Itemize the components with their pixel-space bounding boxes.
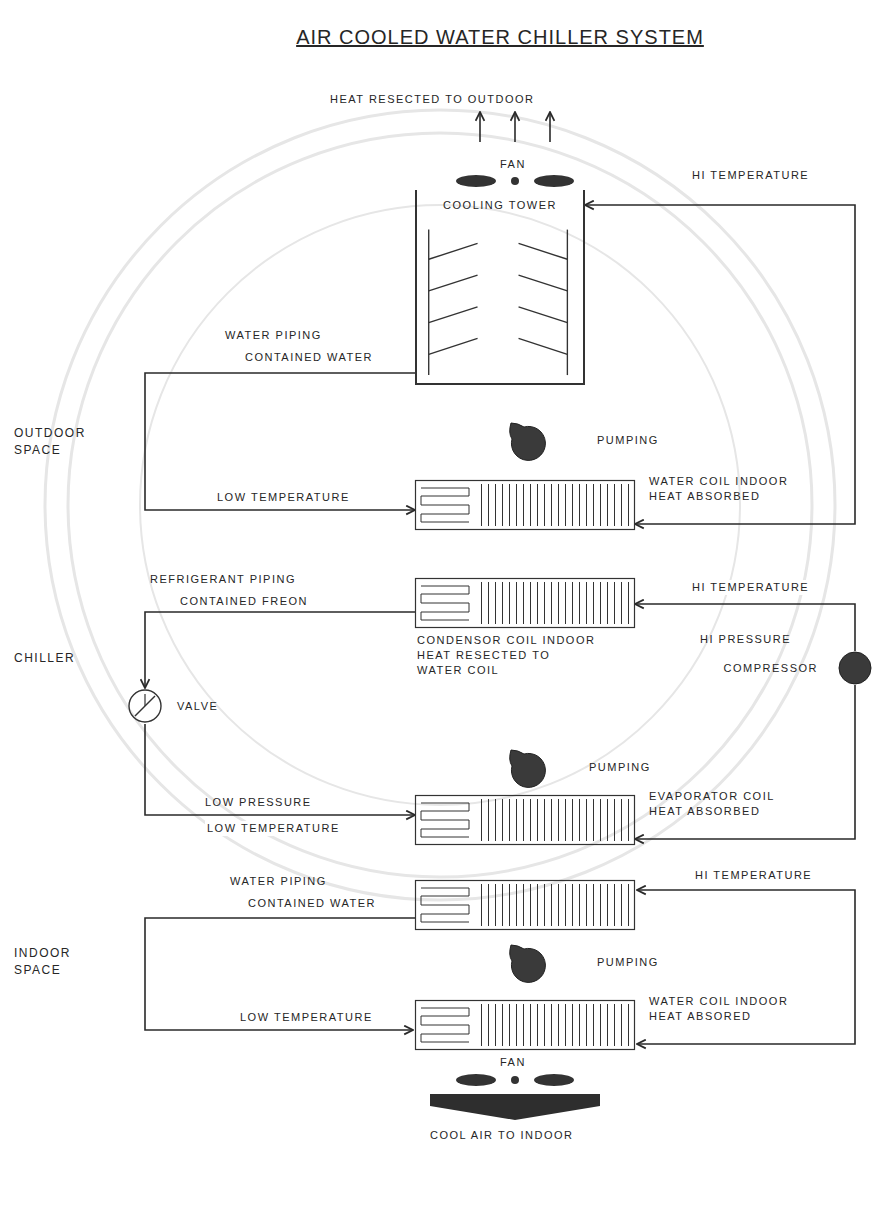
label-holder: HI TEMPERATURE: [695, 868, 812, 883]
label-holder: INDOOR SPACE: [14, 945, 94, 979]
node-label: WATER COIL INDOOR HEAT ABSORED: [649, 994, 805, 1024]
pipe-label: HI TEMPERATURE: [690, 580, 811, 595]
coil-outline: [415, 578, 635, 628]
chilled-water-coil: [416, 881, 635, 930]
text-label: WATER PIPING: [230, 874, 327, 889]
valve-symbol-outline: [127, 688, 163, 724]
text-label: INDOOR SPACE: [14, 945, 94, 979]
label-holder: HEAT RESECTED TO OUTDOOR: [330, 92, 535, 107]
text-label: LOW TEMPERATURE: [240, 1010, 373, 1025]
pipe-connector: [635, 685, 855, 839]
edge-label-holder: HI TEMPERATURE: [690, 580, 811, 595]
coil: WATER COIL INDOOR HEAT ABSORBED: [415, 480, 635, 530]
coil: WATER COIL INDOOR HEAT ABSORED: [415, 1000, 635, 1050]
node-label: PUMPING: [597, 433, 659, 448]
seal-watermark: [45, 110, 835, 900]
cooling-tower-outline: [417, 190, 583, 383]
text-label: REFRIGERANT PIPING: [150, 572, 296, 587]
text-label: FAN: [500, 1055, 526, 1070]
node-text-holder: EVAPORATOR COIL HEAT ABSORBED: [649, 789, 805, 819]
edge-label-holder: LOW TEMPERATURE: [205, 821, 342, 836]
pipe-connector: [635, 604, 855, 651]
label-holder: OUTDOOR SPACE: [14, 425, 94, 459]
label-holder: WATER PIPING: [230, 874, 327, 889]
compressor-symbol-outline: [838, 651, 872, 685]
label-holder: LOW PRESSURE: [205, 795, 312, 810]
coil-outline: [415, 1000, 635, 1050]
text-label: FAN: [500, 157, 526, 172]
node-label: PUMPING: [589, 760, 651, 775]
text-label: WATER PIPING: [225, 328, 322, 343]
label-holder: CHILLER: [14, 650, 75, 667]
text-label: HI TEMPERATURE: [695, 868, 812, 883]
label-holder: LOW TEMPERATURE: [240, 1010, 373, 1025]
label-holder: FAN: [500, 157, 526, 172]
pump-symbol: PUMPING: [503, 745, 547, 789]
label-holder: WATER PIPING: [225, 328, 322, 343]
pump-symbol-outline: [503, 418, 547, 462]
edge-label-holder: LOW TEMPERATURE: [215, 490, 352, 505]
pipe-connector: [145, 373, 415, 510]
label-holder: CONTAINED FREON: [180, 594, 308, 609]
label-holder: CONTAINED WATER: [248, 896, 376, 911]
label-holder: REFRIGERANT PIPING: [150, 572, 296, 587]
pipe-connector: [145, 724, 415, 815]
edge-label-holder: HI TEMPERATURE: [690, 168, 811, 183]
text-label: OUTDOOR SPACE: [14, 425, 94, 459]
node-text-holder: PUMPING: [597, 433, 659, 448]
coil-outline: [415, 480, 635, 530]
text-label: CHILLER: [14, 650, 75, 667]
text-label: CONTAINED WATER: [248, 896, 376, 911]
pipe-label: HI TEMPERATURE: [690, 168, 811, 183]
label-holder: CONTAINED WATER: [245, 350, 373, 365]
diagram-title: AIR COOLED WATER CHILLER SYSTEM: [240, 24, 760, 50]
text-label: HEAT RESECTED TO OUTDOOR: [330, 92, 535, 107]
pump-symbol: PUMPING: [503, 940, 547, 984]
node-text-holder: COOLING TOWER: [443, 198, 557, 213]
node-text-holder: CONDENSOR COIL INDOOR HEAT RESECTED TO W…: [417, 633, 600, 678]
node-label: EVAPORATOR COIL HEAT ABSORBED: [649, 789, 805, 819]
coil: CONDENSOR COIL INDOOR HEAT RESECTED TO W…: [415, 578, 635, 628]
label-holder: HI PRESSURE: [700, 632, 791, 647]
node-label: PUMPING: [597, 955, 659, 970]
title-holder: AIR COOLED WATER CHILLER SYSTEM: [240, 24, 760, 50]
node-text-holder: WATER COIL INDOOR HEAT ABSORED: [649, 994, 805, 1024]
coil: EVAPORATOR COIL HEAT ABSORBED: [415, 795, 635, 845]
pipe-label: LOW TEMPERATURE: [205, 821, 342, 836]
node-label: CONDENSOR COIL INDOOR HEAT RESECTED TO W…: [417, 633, 600, 678]
text-label: CONTAINED WATER: [245, 350, 373, 365]
node-label: VALVE: [177, 699, 218, 714]
node-text-holder: PUMPING: [589, 760, 651, 775]
pipe-connector: [145, 612, 415, 688]
text-label: LOW PRESSURE: [205, 795, 312, 810]
pump-symbol-outline: [503, 745, 547, 789]
coil-outline: [415, 795, 635, 845]
pump-symbol-outline: [503, 940, 547, 984]
text-label: HI PRESSURE: [700, 632, 791, 647]
node-text-holder: PUMPING: [597, 955, 659, 970]
pipe-connector: [585, 205, 855, 524]
pump-symbol: PUMPING: [503, 418, 547, 462]
node-label: COOLING TOWER: [443, 198, 557, 213]
label-holder: FAN: [500, 1055, 526, 1070]
valve-symbol: VALVE: [127, 688, 163, 724]
cool-air-arrow: [430, 1094, 600, 1120]
heat-arrows: [480, 112, 550, 142]
cooling-tower: COOLING TOWER: [415, 190, 585, 385]
node-label: COMPRESSOR: [724, 661, 818, 676]
node-text-holder: VALVE: [177, 699, 218, 714]
node-label: WATER COIL INDOOR HEAT ABSORBED: [649, 474, 805, 504]
text-label: COOL AIR TO INDOOR: [430, 1128, 574, 1143]
text-label: CONTAINED FREON: [180, 594, 308, 609]
pipe-label: LOW TEMPERATURE: [215, 490, 352, 505]
compressor-symbol: COMPRESSOR: [838, 651, 872, 685]
node-text-holder: WATER COIL INDOOR HEAT ABSORBED: [649, 474, 805, 504]
fan-symbol: [456, 1074, 574, 1086]
label-holder: COOL AIR TO INDOOR: [430, 1128, 574, 1143]
node-text-holder: COMPRESSOR: [724, 661, 818, 676]
fan-symbol: [456, 175, 574, 187]
